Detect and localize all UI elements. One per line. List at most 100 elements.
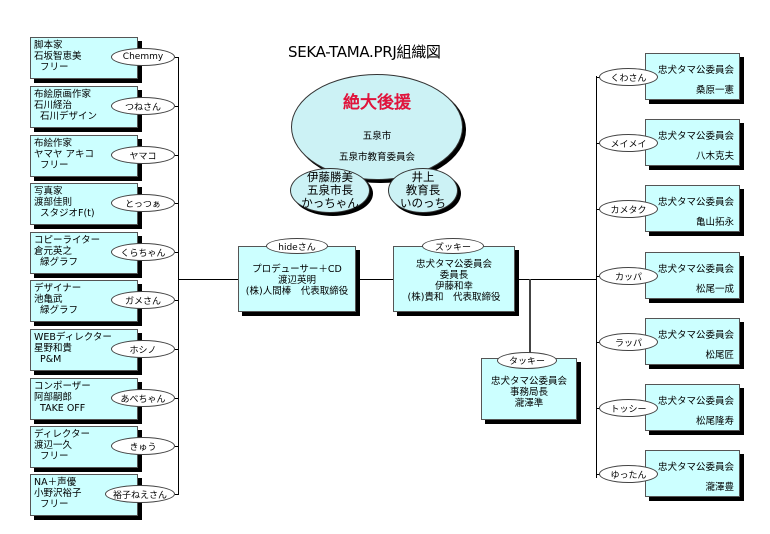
left-branch-line (175, 349, 179, 350)
left-member-nickname: ホシノ (111, 340, 175, 358)
left-member-name: 渡部佳則 (34, 197, 73, 208)
right-member-nickname: カメタク (599, 200, 658, 218)
right-member-box: 忠犬タマ公委員会瀧澤豊 (645, 450, 740, 497)
left-member-role: 写真家 (34, 186, 63, 197)
right-trunk-line (596, 76, 597, 478)
left-member-name: 池亀武 (34, 294, 63, 305)
left-member-role: 布絵作家 (34, 138, 73, 149)
left-member-role: デザイナー (34, 283, 82, 294)
superintendent-ellipse: 井上 教育長 いのっち (388, 168, 458, 213)
support-line-city: 五泉市 (362, 131, 392, 142)
secretary-nickname: タッキー (497, 352, 557, 369)
left-member-org: フリー (40, 62, 69, 73)
chair-org: 忠犬タマ公委員会 (415, 259, 492, 270)
left-member-nickname: ヤマコ (111, 146, 175, 164)
left-member-role: 脚本家 (34, 40, 63, 51)
chair-nickname: ズッキー (422, 238, 484, 254)
right-member-box: 忠犬タマ公委員会松尾匠 (645, 318, 740, 365)
left-member-box: 布絵原画作家石川経治石川デザイン (30, 86, 138, 128)
right-branch-line (596, 342, 600, 343)
left-branch-line (175, 300, 179, 301)
chair-to-secretary-line (529, 279, 531, 355)
left-member-nickname: きゅう (111, 437, 175, 455)
right-member-box: 忠犬タマ公委員会松尾一成 (645, 252, 740, 299)
left-member-name: 小野沢裕子 (34, 488, 82, 499)
left-member-role: コピーライター (34, 235, 101, 246)
right-member-org: 忠犬タマ公委員会 (657, 264, 734, 275)
left-member-name: 渡辺一久 (34, 440, 73, 451)
left-branch-line (175, 398, 179, 399)
right-member-nickname: メイメイ (599, 134, 658, 152)
left-member-name: ヤマヤ アキコ (34, 149, 95, 160)
chair-company: (株)貴和 代表取締役 (407, 292, 501, 303)
right-member-name: 松尾匠 (705, 350, 734, 361)
producer-to-chair-line (356, 279, 393, 280)
left-branch-line (175, 203, 179, 204)
left-trunk-line (178, 57, 179, 495)
left-to-producer-line (178, 279, 238, 280)
left-member-nickname: Chemmy (111, 48, 175, 66)
producer-company: (株)人間棒 代表取締役 (245, 286, 349, 297)
right-member-org: 忠犬タマ公委員会 (657, 330, 734, 341)
left-member-box: ディレクター渡辺一久フリー (30, 426, 138, 468)
right-branch-line (596, 209, 600, 210)
left-member-org: 緑グラフ (40, 257, 79, 268)
secretary-name: 瀧澤準 (514, 398, 544, 409)
left-member-name: 石坂智恵美 (34, 51, 82, 62)
right-member-name: 八木克夫 (695, 151, 734, 162)
right-member-nickname: ラッパ (599, 333, 658, 351)
right-member-org: 忠犬タマ公委員会 (657, 396, 734, 407)
right-branch-line (596, 276, 600, 277)
left-member-org: フリー (40, 499, 69, 510)
right-branch-line (596, 77, 600, 78)
left-branch-line (175, 57, 179, 58)
support-line-board: 五泉市教育委員会 (338, 152, 415, 163)
left-member-nickname: ガメさん (111, 291, 175, 309)
support-heading: 絶大後援 (343, 93, 411, 113)
left-branch-line (175, 106, 179, 107)
left-branch-line (175, 494, 179, 495)
right-member-nickname: くわさん (599, 68, 658, 86)
right-member-org: 忠犬タマ公委員会 (657, 65, 734, 76)
left-member-role: コンポーザー (34, 381, 91, 392)
right-member-box: 忠犬タマ公委員会桑原一憲 (645, 53, 740, 100)
left-member-nickname: 裕子ねえさん (105, 485, 175, 503)
left-member-name: 倉元英之 (34, 246, 73, 257)
mayor-ellipse: 伊藤勝美 五泉市長 かっちゃん (290, 168, 370, 213)
secretary-org: 忠犬タマ公委員会 (490, 376, 567, 387)
producer-box: プロデューサー＋CD 渡辺英明 (株)人間棒 代表取締役 (238, 246, 356, 312)
right-branch-line (596, 408, 600, 409)
right-member-name: 桑原一憲 (695, 85, 734, 96)
right-member-org: 忠犬タマ公委員会 (657, 197, 734, 208)
left-branch-line (175, 155, 179, 156)
right-member-box: 忠犬タマ公委員会松尾隆寿 (645, 384, 740, 431)
left-member-org: フリー (40, 160, 69, 171)
chair-box: 忠犬タマ公委員会 委員長 伊藤和幸 (株)貴和 代表取締役 (393, 246, 515, 312)
superintendent-title: 教育長 (405, 183, 441, 197)
superintendent-name: 井上 (411, 170, 435, 184)
left-member-role: NA＋声優 (34, 477, 77, 488)
left-member-nickname: とっつぁ (111, 194, 175, 212)
right-branch-line (596, 474, 600, 475)
right-member-name: 松尾隆寿 (695, 416, 734, 427)
right-member-box: 忠犬タマ公委員会亀山拓永 (645, 185, 740, 232)
mayor-name: 伊藤勝美 (307, 170, 353, 184)
mayor-nickname: かっちゃん (301, 196, 359, 210)
right-branch-line (596, 143, 600, 144)
left-member-org: スタジオF(t) (40, 208, 95, 219)
support-ellipse (291, 74, 463, 180)
chair-name: 伊藤和幸 (434, 281, 473, 292)
left-member-role: 布絵原画作家 (34, 89, 92, 100)
left-member-nickname: くらちゃん (111, 243, 175, 261)
left-member-role: ディレクター (34, 429, 90, 440)
left-member-box: デザイナー池亀武緑グラフ (30, 280, 138, 322)
chair-title: 委員長 (439, 270, 469, 281)
left-branch-line (175, 252, 179, 253)
left-member-org: フリー (40, 451, 69, 462)
left-member-org: P&M (40, 354, 62, 365)
left-member-name: 星野和貴 (34, 343, 73, 354)
superintendent-nickname: いのっち (400, 196, 446, 210)
right-member-box: 忠犬タマ公委員会八木克夫 (645, 119, 740, 166)
right-member-name: 亀山拓永 (695, 217, 734, 228)
